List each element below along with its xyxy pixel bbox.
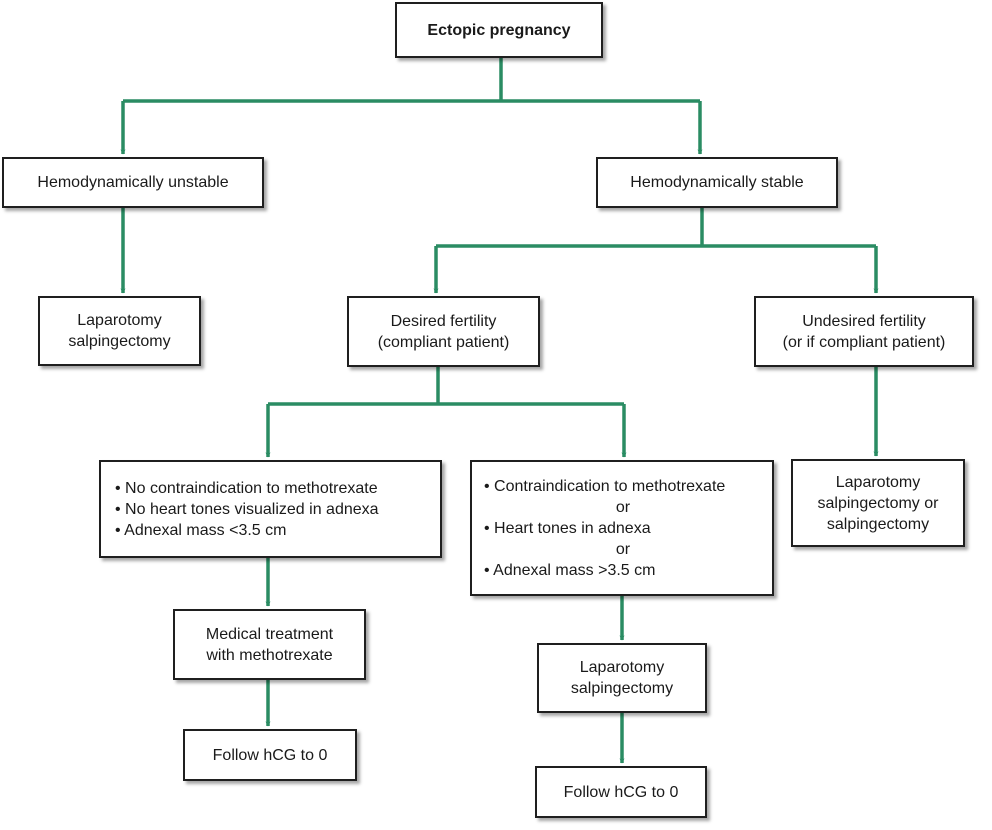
node-undesired-laparotomy-salpingectomy: Laparotomy salpingectomy or salpingectom… <box>791 459 965 547</box>
criteria-or: or <box>615 498 631 516</box>
node-label: Laparotomy <box>835 473 921 491</box>
node-follow-hcg-medical: Follow hCG to 0 <box>183 729 357 781</box>
node-undesired-fertility: Undesired fertility (or if compliant pat… <box>754 296 974 367</box>
node-label: (or if compliant patient) <box>782 333 946 351</box>
node-unstable-laparotomy-salpingectomy: Laparotomy salpingectomy <box>38 296 201 366</box>
node-follow-hcg-surgical: Follow hCG to 0 <box>535 766 707 818</box>
node-contraindication-criteria: • Contraindication to methotrexate or • … <box>470 460 774 596</box>
node-label: Laparotomy <box>77 312 162 329</box>
node-no-contraindication-criteria: • No contraindication to methotrexate • … <box>99 460 442 558</box>
node-label: Follow hCG to 0 <box>212 746 328 764</box>
criteria-item: • No heart tones visualized in adnexa <box>115 500 379 518</box>
node-hemodynamically-unstable: Hemodynamically unstable <box>2 157 264 208</box>
criteria-item: • Contraindication to methotrexate <box>484 477 726 495</box>
node-label: Medical treatment <box>205 625 334 643</box>
criteria-item: • Adnexal mass >3.5 cm <box>484 561 656 579</box>
node-label: salpingectomy or <box>817 494 939 512</box>
criteria-item: • Heart tones in adnexa <box>484 519 651 537</box>
node-label: Desired fertility <box>390 312 497 330</box>
criteria-or: or <box>615 540 631 558</box>
node-label: Laparotomy <box>579 659 665 676</box>
criteria-item: • Adnexal mass <3.5 cm <box>115 521 287 539</box>
node-label: salpingectomy <box>68 333 171 350</box>
node-label: salpingectomy <box>826 515 930 533</box>
node-hemodynamically-stable: Hemodynamically stable <box>596 157 838 208</box>
node-label: with methotrexate <box>206 646 333 664</box>
node-label: Hemodynamically stable <box>630 174 804 191</box>
node-label: Undesired fertility <box>802 312 926 330</box>
node-ectopic-pregnancy: Ectopic pregnancy <box>395 2 603 58</box>
criteria-item: • No contraindication to methotrexate <box>115 479 378 497</box>
node-label: Follow hCG to 0 <box>563 783 679 801</box>
node-label: (compliant patient) <box>377 333 510 351</box>
node-label: salpingectomy <box>570 680 674 697</box>
node-surgical-laparotomy-salpingectomy: Laparotomy salpingectomy <box>537 643 707 713</box>
node-medical-treatment: Medical treatment with methotrexate <box>173 609 366 680</box>
node-label: Hemodynamically unstable <box>37 174 229 191</box>
node-desired-fertility: Desired fertility (compliant patient) <box>347 296 540 367</box>
node-label: Ectopic pregnancy <box>427 21 571 39</box>
